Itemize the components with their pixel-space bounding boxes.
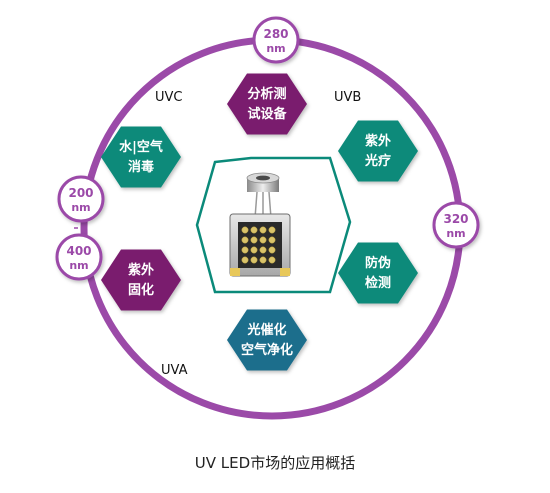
wavelength-unit: nm xyxy=(266,42,285,55)
wavelength-badge-400: 400 nm xyxy=(55,233,103,281)
hexagon-label: 固化 xyxy=(128,282,154,298)
hexagon-label: 紫外 xyxy=(128,262,154,278)
hexagon-shape xyxy=(227,73,307,135)
hexagon-label: 消毒 xyxy=(128,159,154,175)
zone-label-uvb: UVB xyxy=(334,90,361,105)
hexagon-label: 光疗 xyxy=(364,153,391,169)
hexagon-label: 水|空气 xyxy=(119,139,163,155)
wavelength-unit: nm xyxy=(69,259,88,272)
zone-label-uva: UVA xyxy=(161,363,188,378)
hexagon-shape xyxy=(101,126,181,188)
led-array xyxy=(241,226,276,264)
wavelength-badge-200: 200 nm xyxy=(57,175,105,223)
hexagon-label: 光催化 xyxy=(246,322,286,338)
wavelength-value: 320 xyxy=(443,212,468,226)
zone-label-uvc: UVC xyxy=(155,90,183,105)
wavelength-value: 280 xyxy=(263,27,288,41)
wavelength-unit: nm xyxy=(446,227,465,240)
diagram-caption: UV LED市场的应用概括 xyxy=(194,454,356,472)
hexagon-shape xyxy=(101,249,181,311)
hexagon-label: 分析测 xyxy=(247,86,286,102)
wavelength-value: 200 xyxy=(68,186,93,200)
hexagon-shape xyxy=(227,309,307,371)
wavelength-value: 400 xyxy=(66,244,91,258)
wavelength-badge-280: 280 nm xyxy=(252,16,300,64)
hexagon-label: 检测 xyxy=(365,275,391,291)
hexagon-label: 防伪 xyxy=(365,255,391,271)
hexagon-label: 紫外 xyxy=(365,133,391,149)
hexagon-label: 空气净化 xyxy=(241,342,293,358)
uv-led-chip-image xyxy=(229,172,291,277)
wavelength-unit: nm xyxy=(71,201,90,214)
wavelength-badge-320: 320 nm xyxy=(432,201,480,249)
hexagon-shape xyxy=(338,120,418,182)
hexagon-label: 试设备 xyxy=(247,106,287,122)
hexagon-shape xyxy=(338,242,418,304)
